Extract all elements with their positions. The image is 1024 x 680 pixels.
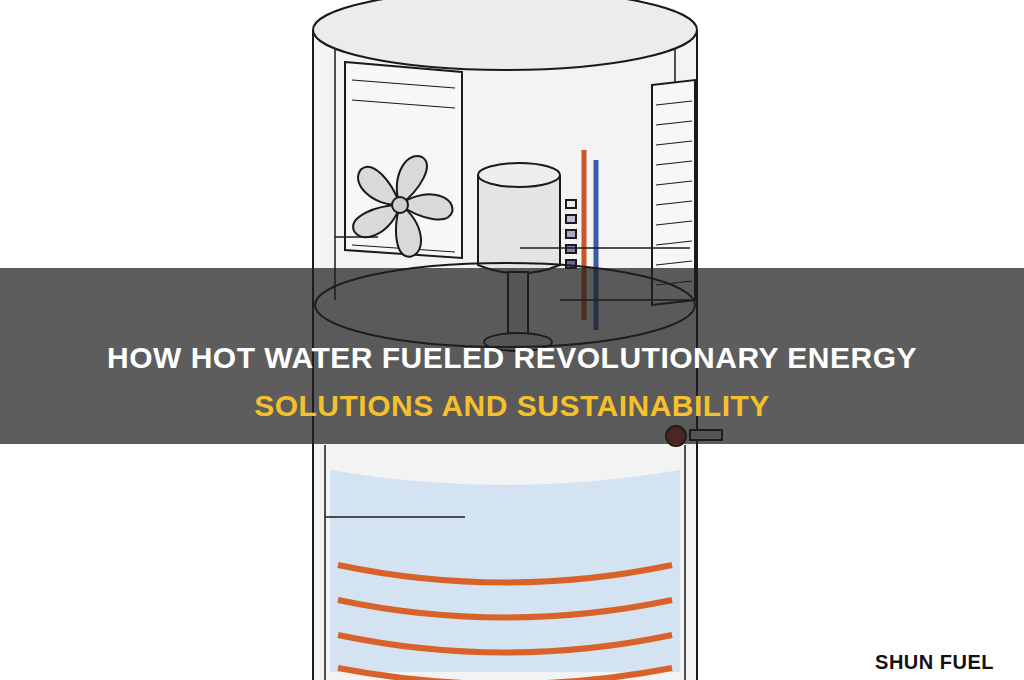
title-line: HOW HOT WATER FUELED REVOLUTIONARY ENERG… [12, 334, 1012, 382]
watermark: SHUN FUEL [871, 649, 998, 676]
title-line: SOLUTIONS AND SUSTAINABILITY [12, 382, 1012, 430]
fan-symbol [349, 156, 454, 260]
compressor-top [478, 163, 560, 187]
compressor [478, 175, 560, 274]
inner-tank-wall [325, 445, 685, 680]
grille-slats [656, 101, 692, 285]
leader-line [335, 236, 378, 238]
water [330, 470, 680, 672]
leader-line [325, 516, 465, 518]
tank-top [313, 0, 697, 70]
heating-coil [338, 565, 672, 680]
title-band: HOW HOT WATER FUELED REVOLUTIONARY ENERG… [0, 268, 1024, 444]
leader-line [520, 247, 690, 249]
